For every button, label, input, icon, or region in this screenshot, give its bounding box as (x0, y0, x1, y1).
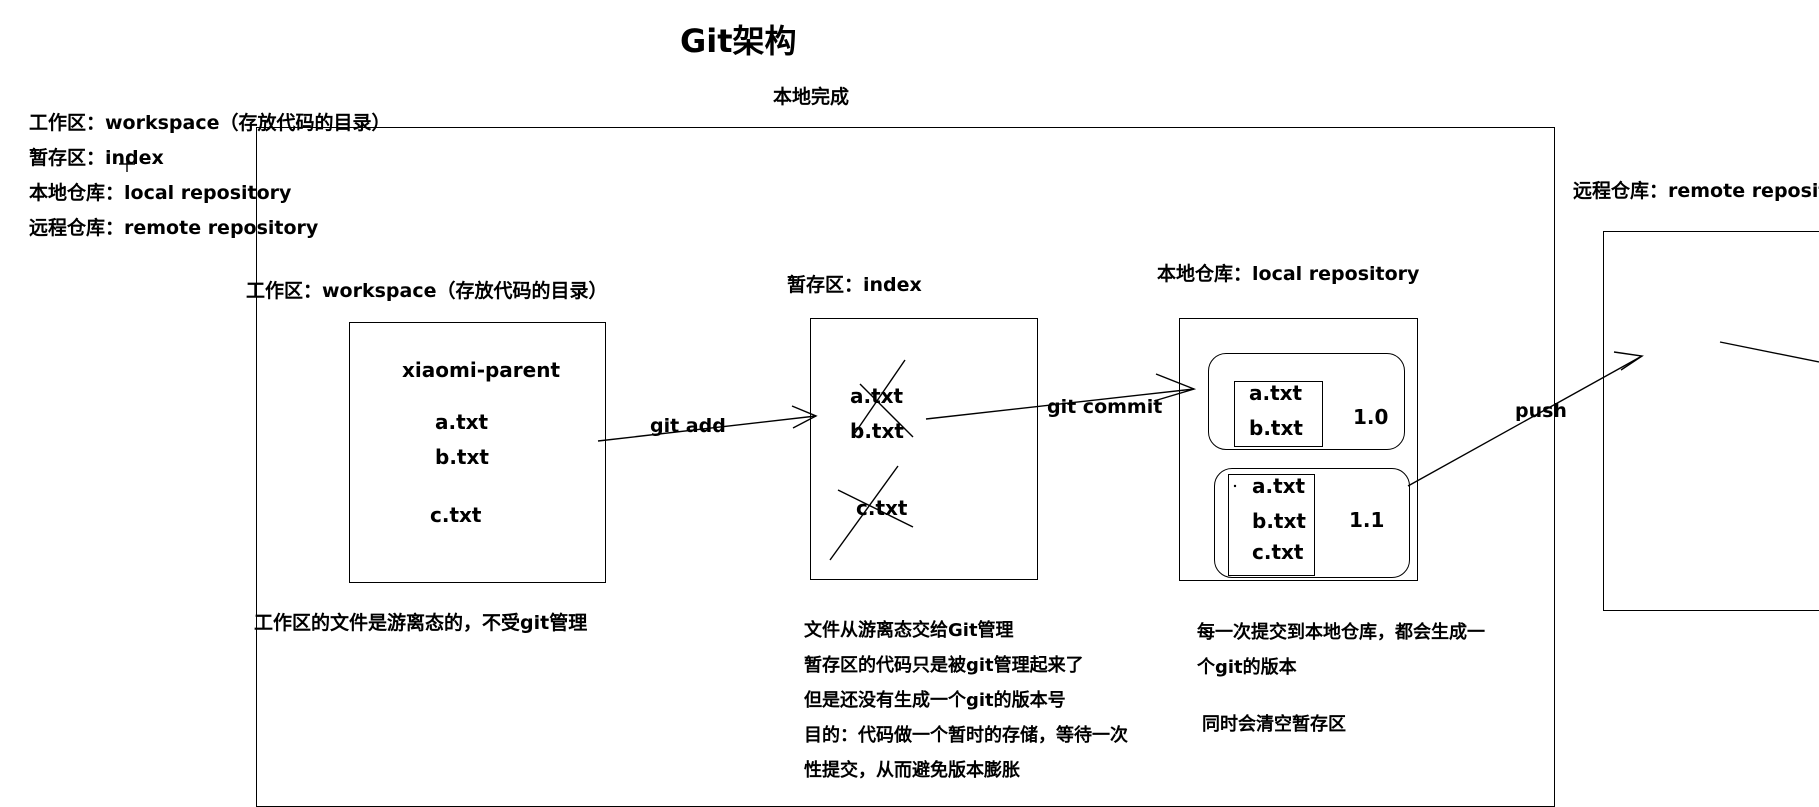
workspace-note: 工作区的文件是游离态的，不受git管理 (254, 612, 588, 634)
workspace-box (349, 322, 606, 583)
legend-local-repo: 本地仓库：local repository (29, 182, 292, 204)
local-repo-note-1: 每一次提交到本地仓库，都会生成一 (1197, 622, 1485, 643)
git-add-arrowhead (791, 405, 818, 429)
push-arrow (1407, 355, 1643, 487)
git-commit-arrow (925, 388, 1195, 420)
local-done-label: 本地完成 (773, 86, 850, 108)
workspace-file-b: b.txt (435, 445, 489, 469)
project-name: xiaomi-parent (402, 358, 561, 382)
git-add-label: git add (650, 415, 726, 437)
index-note-1: 文件从游离态交给Git管理 (804, 620, 1014, 641)
version-1-1-number: 1.1 (1349, 508, 1385, 532)
local-repo-label: 本地仓库：local repository (1157, 263, 1420, 285)
index-file-c: c.txt (856, 496, 908, 520)
index-strike-1b (854, 359, 906, 434)
legend-remote-repo: 远程仓库：remote repository (29, 217, 319, 239)
index-note-2: 暂存区的代码只是被git管理起来了 (804, 655, 1084, 676)
version-1-0-file-b: b.txt (1249, 416, 1303, 440)
version-1-1-file-c: c.txt (1252, 540, 1304, 564)
version-1-0-card (1208, 353, 1405, 450)
index-strike-1a (859, 383, 914, 438)
index-note-4: 目的：代码做一个暂时的存储，等待一次 (804, 725, 1128, 746)
index-file-b: b.txt (850, 419, 904, 443)
index-strike-2a (837, 489, 914, 528)
remote-line (1719, 341, 1819, 363)
diagram-title: Git架构 (680, 22, 797, 60)
workspace-file-c: c.txt (430, 503, 482, 527)
index-strike-2b (829, 465, 899, 561)
push-arrowhead (1613, 351, 1644, 371)
version-1-1-file-a: a.txt (1252, 474, 1306, 498)
index-label: 暂存区：index (787, 274, 922, 296)
index-file-a: a.txt (850, 384, 904, 408)
workspace-label: 工作区：workspace（存放代码的目录） (246, 280, 608, 302)
remote-repo-label: 远程仓库：remote repository (1573, 180, 1819, 202)
local-repo-box (1179, 318, 1418, 581)
git-add-arrow (597, 415, 817, 442)
git-commit-label: git commit (1047, 396, 1163, 418)
index-box (810, 318, 1038, 580)
remote-repo-box (1603, 231, 1819, 611)
local-repo-note-3: 同时会清空暂存区 (1202, 714, 1346, 735)
index-note-3: 但是还没有生成一个git的版本号 (804, 690, 1066, 711)
workspace-file-a: a.txt (435, 410, 489, 434)
version-1-1-file-b: b.txt (1252, 509, 1306, 533)
version-1-1-files-box (1228, 474, 1315, 576)
legend-workspace: 工作区：workspace（存放代码的目录） (29, 112, 391, 134)
diagram-lines (119, 156, 1819, 561)
version-1-0-number: 1.0 (1353, 405, 1389, 429)
git-commit-arrowhead (1153, 373, 1197, 402)
version-1-0-files-box (1234, 381, 1323, 447)
version-1-0-file-a: a.txt (1249, 381, 1303, 405)
dot-mark (1233, 484, 1237, 488)
version-1-1-card (1214, 468, 1410, 578)
index-note-5: 性提交，从而避免版本膨胀 (804, 760, 1020, 781)
local-repo-note-2: 个git的版本 (1197, 657, 1297, 678)
